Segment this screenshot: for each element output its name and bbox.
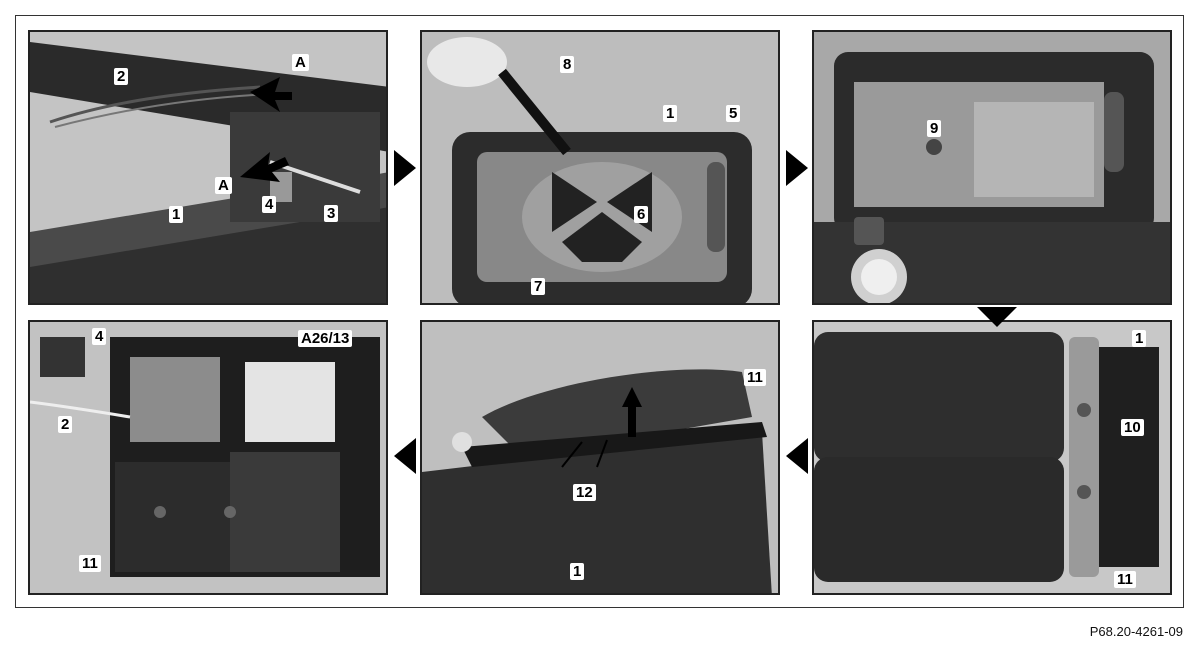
- panel-5: 11 12 1: [420, 320, 780, 595]
- arrow-right-icon: [786, 150, 808, 186]
- callout-label: 1: [570, 563, 585, 580]
- figure-reference: P68.20-4261-09: [1089, 624, 1183, 639]
- callout-label: 11: [744, 369, 766, 386]
- panel-6-photo: [30, 322, 386, 593]
- panel-1: A 2 A 4 3 1: [28, 30, 388, 305]
- panel-2-photo: [422, 32, 778, 303]
- callout-label: 8: [560, 56, 575, 73]
- arrow-right-icon: [394, 150, 416, 186]
- arrow-left-icon: [786, 438, 808, 474]
- callout-label: 3: [324, 205, 339, 222]
- callout-label: A26/13: [298, 330, 353, 347]
- callout-label: 7: [531, 278, 546, 295]
- callout-label: 4: [262, 196, 277, 213]
- callout-label: 1: [663, 105, 678, 122]
- callout-label: 1: [169, 206, 184, 223]
- panel-4-photo: [814, 322, 1170, 593]
- callout-label: 6: [634, 206, 649, 223]
- panel-6: 4 A26/13 2 11: [28, 320, 388, 595]
- callout-label: A: [215, 177, 232, 194]
- panel-5-photo: [422, 322, 778, 593]
- callout-label: 1: [1132, 330, 1147, 347]
- callout-label: 4: [92, 328, 107, 345]
- arrow-down-icon: [977, 307, 1017, 327]
- panel-1-photo: [30, 32, 386, 303]
- arrow-left-icon: [394, 438, 416, 474]
- callout-label: 2: [114, 68, 129, 85]
- callout-label: 11: [1114, 571, 1136, 588]
- callout-label: 2: [58, 416, 73, 433]
- panel-2: 8 1 5 6 7: [420, 30, 780, 305]
- callout-label: A: [292, 54, 309, 71]
- panel-3: 9: [812, 30, 1172, 305]
- callout-label: 12: [573, 484, 596, 501]
- callout-label: 5: [726, 105, 741, 122]
- panel-4: 1 10 11: [812, 320, 1172, 595]
- callout-label: 11: [79, 555, 101, 572]
- callout-label: 9: [927, 120, 942, 137]
- callout-label: 10: [1121, 419, 1144, 436]
- panel-3-photo: [814, 32, 1170, 303]
